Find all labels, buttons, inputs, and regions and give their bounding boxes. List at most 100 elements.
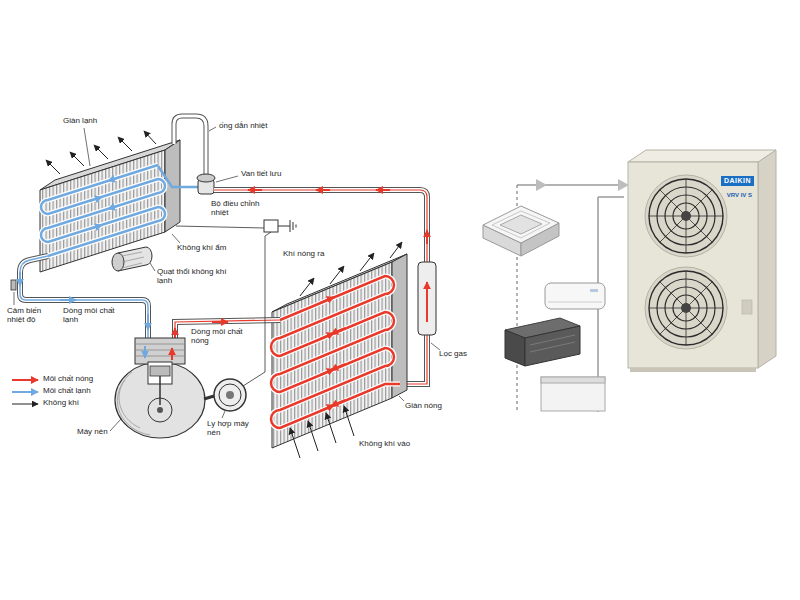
flow-arrow <box>618 179 629 191</box>
refrigerant-line <box>598 196 624 198</box>
part-label: Bộ điều chỉnh nhiệt <box>210 200 262 218</box>
leader-line <box>172 234 180 243</box>
air-arrow <box>300 278 314 296</box>
wall-unit <box>545 283 605 309</box>
suction-pipe <box>19 272 21 286</box>
compressor <box>157 407 163 413</box>
leader-line <box>14 127 440 431</box>
fan-grille <box>645 175 727 257</box>
outdoor-unit-body <box>628 150 776 372</box>
condenser-coil <box>320 369 334 375</box>
blower-fan <box>112 247 152 271</box>
air-arrow <box>330 266 344 284</box>
condenser-coil <box>320 333 334 339</box>
fan-grille <box>649 179 723 253</box>
cassette-unit <box>483 206 559 256</box>
compressor <box>135 338 185 364</box>
evaporator-coil <box>90 225 102 229</box>
legend-sample <box>12 380 38 404</box>
ducted-unit <box>530 335 575 352</box>
legend-entry: Không khí <box>42 399 80 408</box>
part-label: Dòng môi chất nóng <box>190 328 244 346</box>
expansion-valve <box>158 166 215 194</box>
fan-grille <box>649 271 723 345</box>
compressor <box>171 348 173 360</box>
wall-unit <box>545 283 605 309</box>
heat-tube <box>174 116 206 174</box>
condenser-coil <box>271 276 400 428</box>
evaporator-coil <box>40 150 165 272</box>
part-label: Không khí ẩm <box>176 244 227 253</box>
air-arrow <box>144 131 156 144</box>
leader-line <box>222 411 225 418</box>
thermostat <box>264 220 278 232</box>
air-arrow <box>70 152 84 166</box>
leader-line <box>399 396 404 401</box>
compressor <box>135 344 185 356</box>
air-arrow <box>290 428 300 458</box>
fan-grille <box>649 271 723 345</box>
thermostat <box>278 220 296 232</box>
part-label: Quạt thổi không khí lạnh <box>156 268 232 286</box>
compressor <box>150 366 170 376</box>
legend-sample <box>12 391 38 393</box>
air-arrow <box>360 253 374 271</box>
part-label: Van tiết lưu <box>240 170 282 179</box>
liquid-pipe <box>316 189 330 191</box>
liquid-pipe <box>376 189 390 191</box>
floor-unit <box>541 377 605 411</box>
air-arrow <box>94 145 108 159</box>
air-arrow <box>344 406 354 436</box>
legend-sample <box>12 404 38 405</box>
part-label: Cảm biến nhiệt độ <box>6 307 52 325</box>
evaporator-coil <box>108 177 120 181</box>
fan-grille <box>645 267 727 349</box>
legend-entry: Môi chất lạnh <box>42 387 92 396</box>
floor-unit <box>541 377 605 383</box>
gas-filter <box>426 282 428 322</box>
condenser-coil <box>320 297 334 303</box>
flow-arrow <box>536 179 547 191</box>
expansion-valve <box>158 166 198 187</box>
compressor <box>204 396 214 399</box>
evaporator-coil <box>108 205 120 209</box>
wall-unit <box>590 289 598 292</box>
legend-sample <box>12 379 38 381</box>
compressor-clutch <box>214 379 246 411</box>
leader-line <box>84 128 90 166</box>
ducted-unit <box>505 318 580 366</box>
thermostat <box>176 226 264 228</box>
legend-text: Không khí <box>43 398 79 407</box>
heat-tube <box>174 116 206 174</box>
leader-line <box>431 343 440 350</box>
legend-entry: Môi chất nóng <box>42 375 94 384</box>
fan-grille <box>645 175 727 349</box>
condenser-coil <box>320 405 334 411</box>
air-arrow <box>308 421 318 451</box>
compressor <box>159 376 161 405</box>
compressor-clutch <box>226 391 234 399</box>
blower-fan <box>122 252 144 268</box>
air-arrow <box>118 137 132 151</box>
outdoor-unit-body <box>758 150 776 368</box>
part-label: Ly hợp máy nén <box>206 420 252 438</box>
compressor <box>115 338 214 438</box>
liquid-pipe <box>426 230 428 244</box>
compressor-clutch <box>219 384 241 406</box>
thermostat <box>243 232 271 386</box>
fan-grille <box>681 211 691 221</box>
expansion-valve <box>197 174 215 182</box>
suction-pipe <box>147 314 149 330</box>
evaporator-coil <box>41 165 165 256</box>
part-label: Giàn lạnh <box>62 117 98 126</box>
suction-pipe <box>11 280 16 290</box>
condenser-coil <box>271 254 407 448</box>
cassette-unit <box>492 211 550 238</box>
leader-line <box>14 292 15 305</box>
cassette-unit <box>483 206 559 243</box>
evaporator-coil <box>40 140 180 272</box>
refrigerant-line <box>517 184 624 186</box>
